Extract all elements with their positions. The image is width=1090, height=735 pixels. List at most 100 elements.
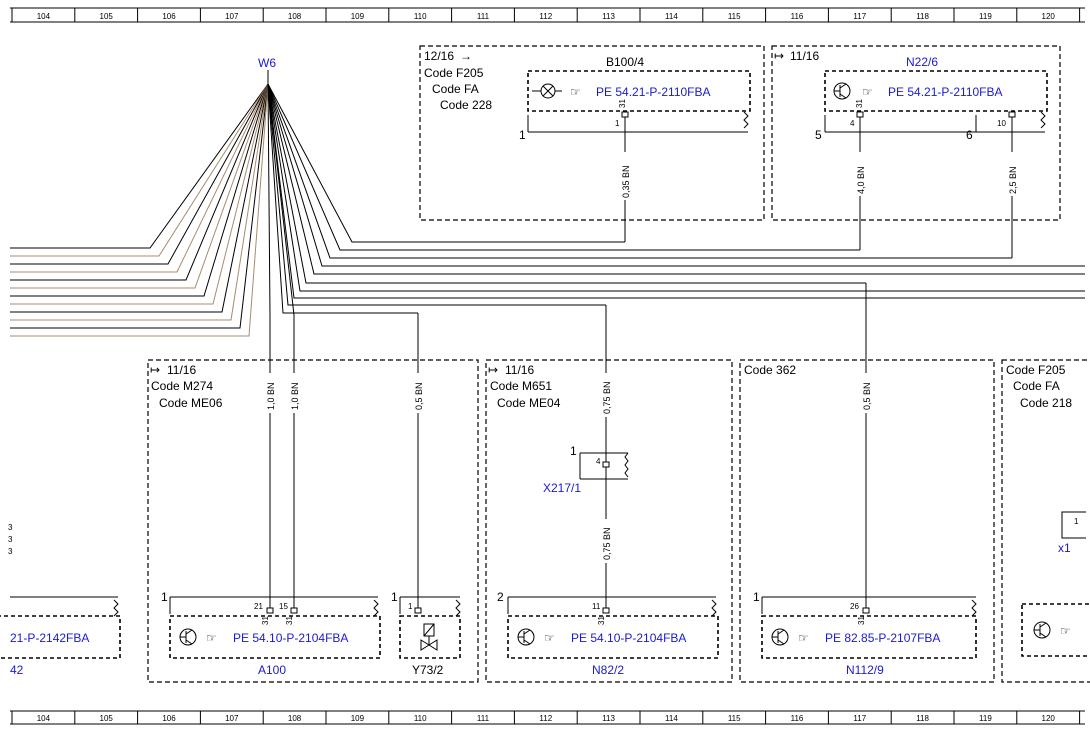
ruler-bottom-column-label: 105 xyxy=(100,714,114,723)
ruler-top-column-label: 108 xyxy=(288,12,302,21)
ruler-top-column-label: 105 xyxy=(100,12,114,21)
harness-wire xyxy=(267,83,1085,299)
pin-number: 10 xyxy=(997,119,1006,128)
transistor-icon xyxy=(833,82,851,100)
ruler-top-column-label: 119 xyxy=(979,12,992,21)
code-line: Code F205 xyxy=(1006,363,1066,377)
hand-pointer-icon: ☞ xyxy=(544,631,555,645)
lamp-icon xyxy=(532,83,562,99)
harness-wire xyxy=(10,83,269,257)
ruler-bottom-column-label: 120 xyxy=(1042,714,1056,723)
arrow-icon: ↦ xyxy=(774,49,784,63)
doc-ref-a100[interactable]: PE 54.10-P-2104FBA xyxy=(233,631,348,645)
ruler-top-column-label: 104 xyxy=(37,12,51,21)
harness-wire xyxy=(10,83,269,337)
wire-label: 4,0 BN xyxy=(856,166,866,194)
svg-text:3: 3 xyxy=(8,535,13,544)
harness-wire xyxy=(10,83,269,249)
ruler-bottom-column-label: 109 xyxy=(351,714,365,723)
wire-label: 0,5 BN xyxy=(414,382,424,410)
box-n22-6: ↦ 11/16 N22/6 ☞ PE 54.21-P-2110FBA 31 5 … xyxy=(771,45,1061,258)
hand-pointer-icon: ☞ xyxy=(570,85,581,99)
harness-wire xyxy=(267,83,1012,259)
ruler-top-column-label: 117 xyxy=(853,12,866,21)
ground-number: 1 xyxy=(391,590,398,604)
hand-pointer-icon: ☞ xyxy=(1060,624,1071,638)
wire-label: 0,5 BN xyxy=(862,382,872,410)
pin-number: 1 xyxy=(1074,517,1079,526)
pin-sub: 31 xyxy=(618,99,627,108)
pin-number: 21 xyxy=(254,602,263,611)
harness-wire xyxy=(10,83,269,329)
ground-number: 2 xyxy=(497,590,504,604)
page-ref-a100: 11/16 xyxy=(167,363,196,377)
wire-label: 0,35 BN xyxy=(621,165,631,198)
harness-wire xyxy=(267,83,1085,292)
arrow-icon: → xyxy=(460,49,472,63)
doc-ref-n82-2[interactable]: PE 54.10-P-2104FBA xyxy=(571,631,686,645)
ground-number: 1 xyxy=(570,444,577,458)
page-ref-b100-4: 12/16 xyxy=(424,49,454,63)
ground-number: 1 xyxy=(161,590,168,604)
ruler-bottom-column-label: 110 xyxy=(414,714,427,723)
ruler-bottom-column-label: 113 xyxy=(602,714,615,723)
harness-wire xyxy=(267,83,1085,275)
svg-text:3: 3 xyxy=(8,523,13,532)
pin-number: 1 xyxy=(615,119,620,128)
ruler-bottom-column-label: 115 xyxy=(728,714,741,723)
pin-sub: 31 xyxy=(855,99,864,108)
box-n82-2: ↦ 11/16 Code M651 Code ME04 0,75 BN 0,75… xyxy=(485,305,733,683)
ruler-top-column-label: 111 xyxy=(477,12,490,21)
ruler-bottom-column-label: 104 xyxy=(37,714,51,723)
box-partial-right: Code F205 Code FA Code 218 1 x1 ☞ xyxy=(1001,359,1090,683)
ruler-bottom-column-label: 119 xyxy=(979,714,992,723)
harness-wire xyxy=(267,83,271,316)
ruler-top-column-label: 114 xyxy=(665,12,678,21)
transistor-icon xyxy=(517,628,535,646)
ruler-top-column-label: 116 xyxy=(791,12,804,21)
arrow-icon: ↦ xyxy=(488,363,498,377)
hand-pointer-icon: ☞ xyxy=(206,631,217,645)
pin-number: 4 xyxy=(850,119,855,128)
ruler-top-column-label: 120 xyxy=(1042,12,1056,21)
harness-wire xyxy=(267,83,866,284)
code-line: Code ME04 xyxy=(497,396,561,410)
harness-wire xyxy=(10,83,269,281)
doc-ref-b100-4[interactable]: PE 54.21-P-2110FBA xyxy=(596,85,711,99)
harness-wire xyxy=(10,83,269,321)
harness-wire xyxy=(267,83,860,251)
harness-wire xyxy=(267,83,606,306)
ruler-top-column-label: 113 xyxy=(602,12,615,21)
doc-ref-left[interactable]: 21-P-2142FBA xyxy=(10,631,89,645)
harness-w6-label: W6 xyxy=(258,56,276,70)
harness-wire xyxy=(10,83,269,273)
ruler-top-column-label: 107 xyxy=(225,12,239,21)
pin-sub: 31 xyxy=(261,616,270,625)
component-label-y73-2: Y73/2 xyxy=(412,663,444,677)
wire-label: 0,75 BN xyxy=(602,527,612,560)
harness-wire xyxy=(267,83,625,243)
ruler-top-column-label: 112 xyxy=(539,12,552,21)
harness-wire xyxy=(10,83,269,265)
transistor-icon xyxy=(179,628,197,646)
doc-ref-n22-6[interactable]: PE 54.21-P-2110FBA xyxy=(888,85,1003,99)
ruler-top-column-label: 109 xyxy=(351,12,365,21)
component-label-b100-4: B100/4 xyxy=(606,55,644,69)
ruler-bottom-column-label: 106 xyxy=(162,714,176,723)
component-label-a100: A100 xyxy=(258,663,286,677)
ruler-top-column-label: 115 xyxy=(728,12,741,21)
ground-number: 5 xyxy=(815,128,822,142)
ruler-bottom-column-label: 114 xyxy=(665,714,678,723)
pin-sub: 31 xyxy=(857,616,866,625)
code-line: Code M274 xyxy=(151,379,213,393)
wire-label: 1,0 BN xyxy=(290,382,300,410)
ruler-top-column-label: 110 xyxy=(414,12,427,21)
ruler-top-column-label: 118 xyxy=(916,12,929,21)
ground-number: 1 xyxy=(753,590,760,604)
pin-number: 1 xyxy=(408,602,413,611)
doc-ref-n112-9[interactable]: PE 82.85-P-2107FBA xyxy=(825,631,940,645)
code-line: Code 218 xyxy=(1020,396,1072,410)
